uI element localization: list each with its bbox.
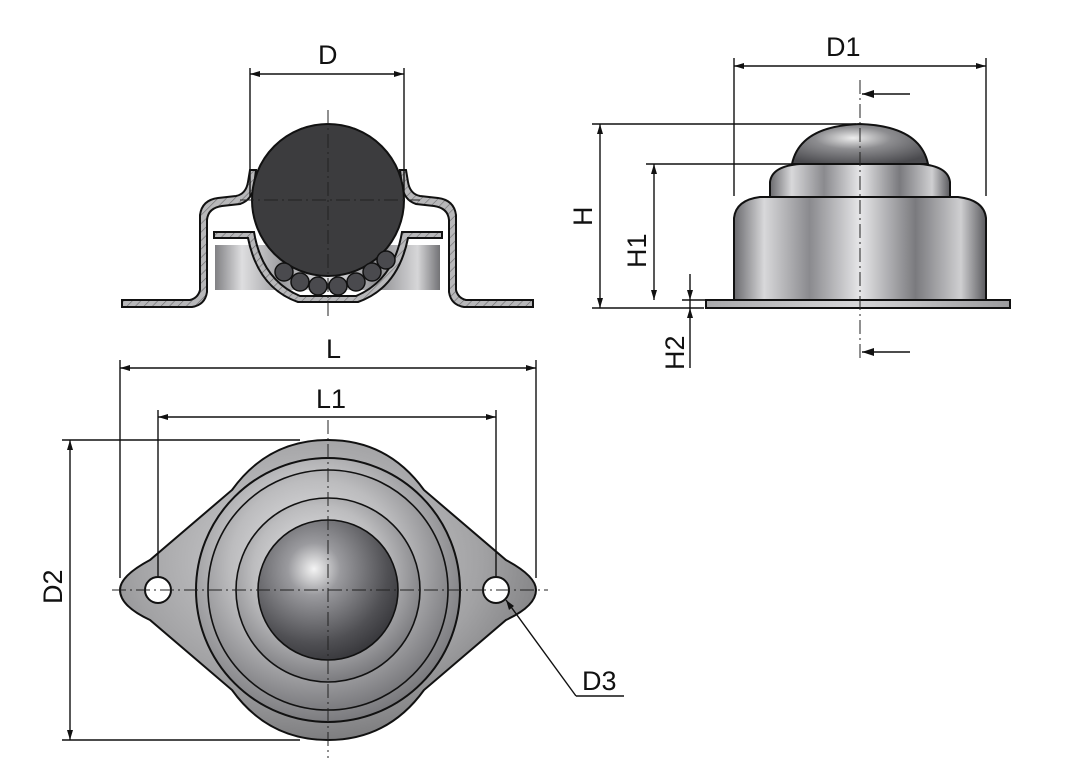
- label-H1: H1: [622, 233, 652, 268]
- label-D3: D3: [582, 666, 617, 696]
- label-H2: H2: [660, 335, 690, 370]
- label-D1: D1: [826, 32, 861, 62]
- dim-H: H: [568, 123, 856, 309]
- dim-D: D: [249, 40, 405, 196]
- dim-D1: D1: [733, 32, 987, 196]
- section-housing-wall-right: [398, 169, 534, 308]
- top-view: L L1 D2 D3: [38, 334, 624, 758]
- label-D: D: [318, 40, 338, 70]
- dim-D2: D2: [38, 439, 300, 741]
- side-ball-dome: [790, 122, 930, 165]
- label-H: H: [568, 207, 598, 227]
- section-housing-wall: [121, 169, 258, 308]
- side-flange: [705, 299, 1011, 309]
- support-balls: [274, 250, 396, 296]
- section-inner-cup: [213, 231, 443, 303]
- dim-D3: D3: [505, 599, 624, 697]
- label-L: L: [326, 334, 341, 364]
- dim-H2: H2: [660, 274, 706, 370]
- dim-L1: L1: [157, 384, 497, 576]
- label-D2: D2: [38, 569, 68, 604]
- dim-L: L: [119, 334, 537, 578]
- dim-H1: H1: [622, 163, 792, 300]
- section-view: D: [121, 40, 534, 320]
- side-view: D1 H H1 H2: [568, 32, 1011, 370]
- section-arrows: [862, 90, 910, 356]
- label-L1: L1: [316, 384, 346, 414]
